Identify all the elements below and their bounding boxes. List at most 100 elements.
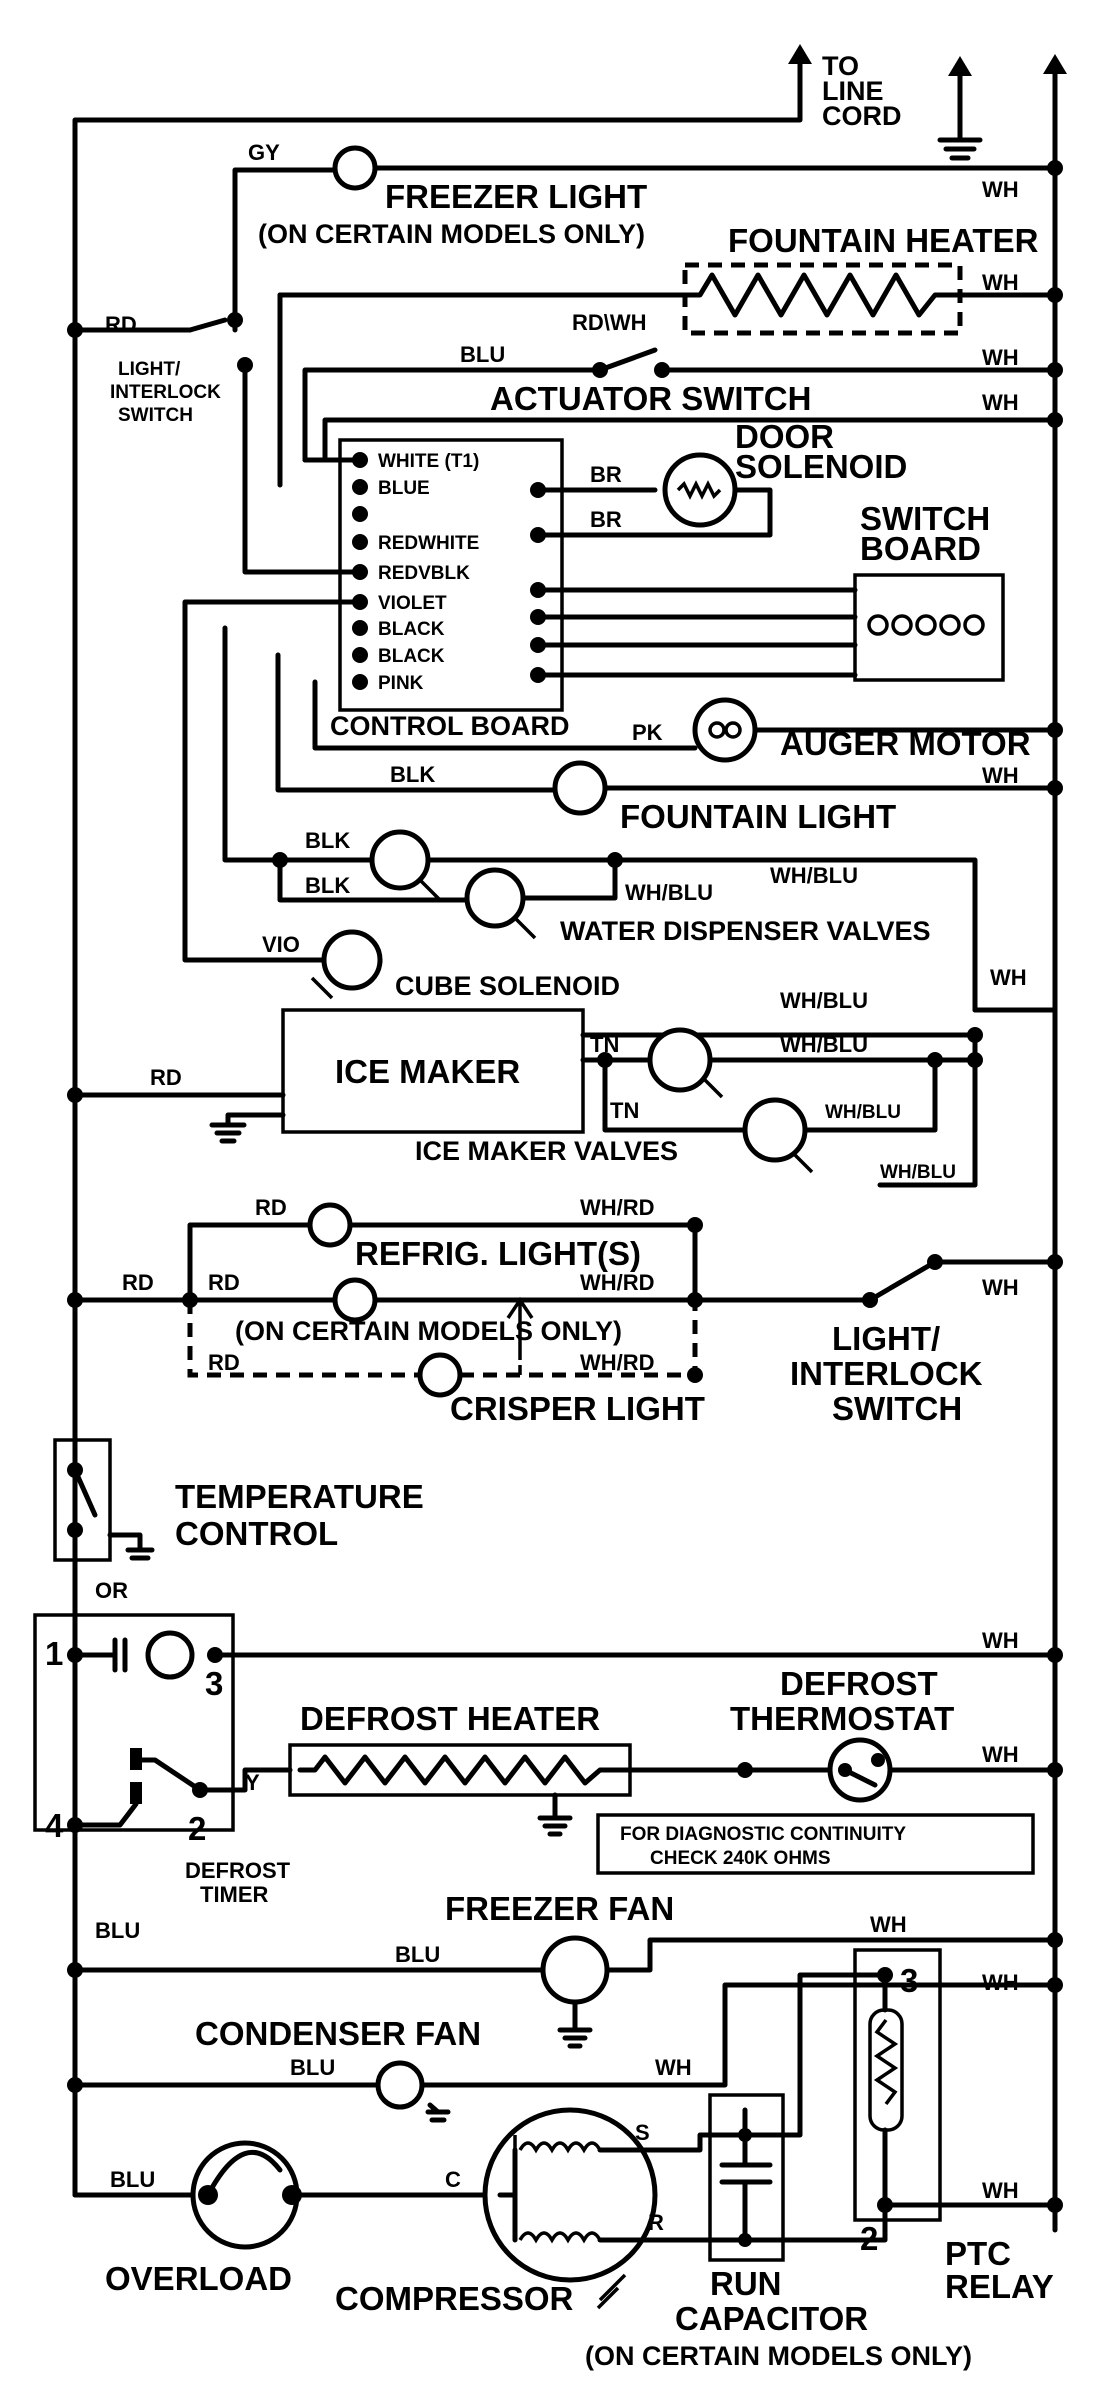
defrost-thermostat-label-2: THERMOSTAT [730, 1700, 954, 1737]
line-cord-arrow [788, 44, 812, 78]
wire-label-whblu-2: WH/BLU [770, 863, 858, 888]
wire-label-whblu-1: WH/BLU [625, 880, 713, 905]
timer-motor-icon [145, 1630, 195, 1680]
compressor-terminal-c: C [445, 2167, 461, 2192]
wire-label-blu-4: BLU [290, 2055, 335, 2080]
pin-label-white-t1: WHITE (T1) [378, 451, 479, 472]
freezer-fan-label: FREEZER FAN [445, 1890, 674, 1927]
timer-terminal-1: 1 [45, 1635, 63, 1672]
defrost-thermostat-label-1: DEFROST [780, 1665, 938, 1702]
pin-label-violet: VIOLET [378, 593, 447, 614]
switch-board-label-1: SWITCH [860, 500, 990, 537]
auger-motor-label: AUGER MOTOR [780, 725, 1031, 762]
wire-label-wh-9: WH [982, 1742, 1019, 1767]
wire-label-wh-11: WH [655, 2055, 692, 2080]
ice-maker-valve-2-icon [742, 1097, 808, 1163]
defrost-timer-label-1: DEFROST [185, 1858, 291, 1883]
wire-label-vio: VIO [262, 932, 300, 957]
wire-label-whblu-4: WH/BLU [780, 1032, 868, 1057]
refrig-lights [67, 1202, 1063, 1398]
ptc-terminal-2: 2 [860, 2220, 878, 2257]
to-line-cord-label-2: LINE [822, 76, 884, 106]
run-capacitor-label-2: CAPACITOR [675, 2300, 868, 2337]
wire-label-gy: GY [248, 140, 280, 165]
wire-label-or: OR [95, 1578, 128, 1603]
ice-maker-valve-1-icon [647, 1027, 713, 1093]
defrost-heater [288, 1743, 833, 1837]
wire-label-wh-5: WH [982, 763, 1019, 788]
freezer-fan [67, 1932, 1063, 2049]
wire-label-wh-10: WH [870, 1912, 907, 1937]
ptc-terminal-3: 3 [900, 1962, 918, 1999]
wire-label-rd-3: RD [255, 1195, 287, 1220]
water-valve-2-icon [464, 867, 526, 929]
control-board-label: CONTROL BOARD [330, 711, 570, 741]
overload [72, 2082, 503, 2250]
wire-label-wh-2: WH [982, 270, 1019, 295]
wire-label-wh-6: WH [990, 965, 1027, 990]
condenser-fan-motor-icon [375, 2060, 425, 2110]
wire-label-wh-1: WH [982, 177, 1019, 202]
pin-label-pink: PINK [378, 673, 424, 694]
light-interlock-label-top-2: INTERLOCK [110, 382, 221, 403]
wire-label-whblu-6: WH/BLU [880, 1162, 956, 1183]
timer-terminal-2: 2 [188, 1810, 206, 1847]
wire-label-y: Y [245, 1770, 260, 1795]
wire-label-whrd-1: WH/RD [580, 1195, 655, 1220]
wire-label-whblu-3: WH/BLU [780, 988, 868, 1013]
light-interlock-label-bottom-3: SWITCH [832, 1390, 962, 1427]
wire-label-tn-1: TN [590, 1032, 619, 1057]
door-solenoid-label-2: SOLENOID [735, 448, 907, 485]
defrost-thermostat [827, 1737, 1063, 1803]
wire-label-blk-3: BLK [305, 873, 350, 898]
door-solenoid [535, 452, 773, 538]
run-capacitor [708, 1972, 888, 2262]
freezer-light-bulb-icon [332, 145, 378, 191]
wire-label-blk-1: BLK [390, 762, 435, 787]
freezer-light-label: FREEZER LIGHT [385, 178, 647, 215]
wire-label-wh-8: WH [982, 1628, 1019, 1653]
crisper-light-bulb-icon [417, 1352, 463, 1398]
refrig-light-2-bulb-icon [332, 1277, 378, 1323]
wire-label-br-1: BR [590, 462, 622, 487]
wire-label-blu-3: BLU [395, 1942, 440, 1967]
control-board-white-wire [322, 412, 1063, 463]
pin-label-blue: BLUE [378, 478, 430, 499]
wire-label-whblu-5: WH/BLU [825, 1102, 901, 1123]
temperature-control-label-2: CONTROL [175, 1515, 338, 1552]
wire-redblk [242, 362, 363, 575]
to-line-cord-label-3: CORD [822, 101, 902, 131]
ground-arrow-icon [937, 56, 983, 161]
light-interlock-label-bottom-2: INTERLOCK [790, 1355, 983, 1392]
pin-label-redwhite: REDWHITE [378, 533, 479, 554]
wire-label-pk: PK [632, 720, 663, 745]
fountain-heater-label: FOUNTAIN HEATER [728, 222, 1039, 259]
ice-maker [67, 1008, 983, 1188]
timer-terminal-4: 4 [45, 1807, 64, 1844]
fountain-heater [277, 262, 1063, 488]
light-interlock-label-top-3: SWITCH [118, 405, 193, 426]
wire-label-whrd-2: WH/RD [580, 1270, 655, 1295]
wire-label-rd-5: RD [208, 1270, 240, 1295]
light-interlock-label-bottom-1: LIGHT/ [832, 1320, 940, 1357]
to-line-cord-label-1: TO [822, 51, 859, 81]
ptc-relay-label-2: RELAY [945, 2268, 1054, 2305]
light-interlock-label-top-1: LIGHT/ [118, 359, 181, 380]
freezer-fan-motor-icon [540, 1935, 610, 2005]
wire-label-rd-4: RD [122, 1270, 154, 1295]
wire-label-blu-2: BLU [95, 1918, 140, 1943]
water-dispenser-valves [222, 625, 978, 1013]
door-solenoid-label-1: DOOR [735, 418, 834, 455]
refrig-light-1-bulb-icon [307, 1202, 353, 1248]
wire-label-rd-2: RD [150, 1065, 182, 1090]
defrost-heater-label: DEFROST HEATER [300, 1700, 600, 1737]
wire-label-blu-1: BLU [460, 342, 505, 367]
neutral-arrow-icon [1043, 54, 1067, 74]
timer-terminal-3: 3 [205, 1665, 223, 1702]
wire-label-rd-6: RD [208, 1350, 240, 1375]
fountain-light-bulb-icon [552, 760, 608, 816]
freezer-light-circuit [232, 145, 1063, 333]
ptc-relay [697, 1948, 1063, 2243]
compressor-terminal-s: S [635, 2120, 650, 2145]
